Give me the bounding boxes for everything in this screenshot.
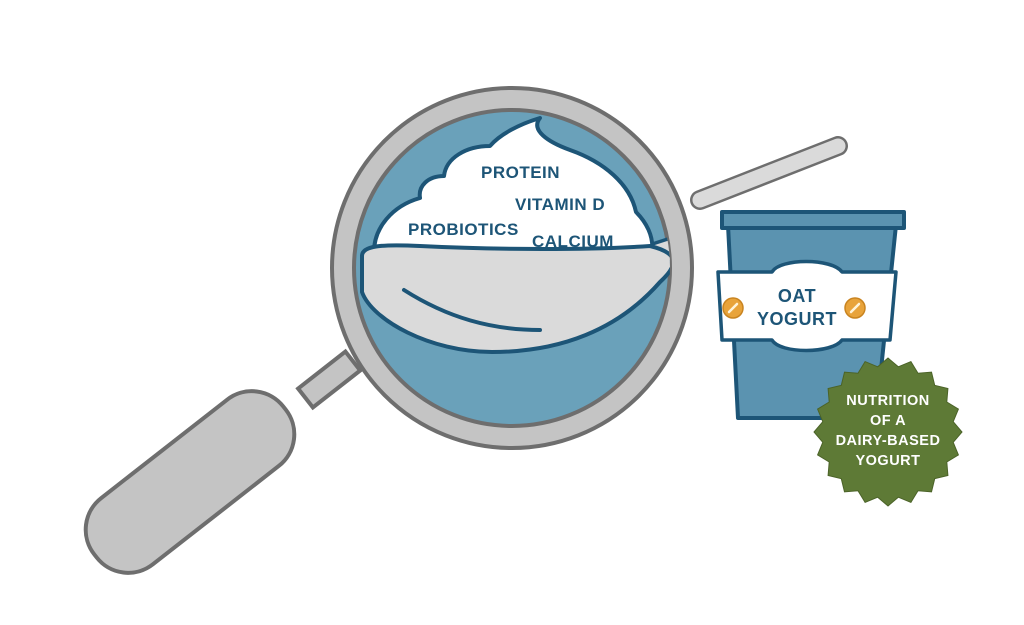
badge-line3: DAIRY-BASED	[836, 433, 941, 449]
seal-badge-icon: NUTRITION OF A DAIRY-BASED YOGURT	[813, 357, 963, 507]
cup-label-line2: YOGURT	[757, 309, 837, 329]
badge-line4: YOGURT	[855, 453, 920, 469]
cup-label-band	[716, 259, 898, 353]
badge-line2: OF A	[870, 413, 906, 429]
oat-icon-left	[722, 297, 744, 319]
oat-icon-right	[844, 297, 866, 319]
lens-contents: PROTEIN VITAMIN D PROBIOTICS CALCIUM	[360, 116, 670, 354]
spoon-handle-outer	[690, 136, 848, 210]
cup-label-line1: OAT	[778, 286, 816, 306]
spoon-icon	[360, 243, 670, 354]
nutrient-calcium: CALCIUM	[532, 232, 614, 251]
yogurt-cup-icon: OAT YOGURT	[716, 210, 906, 420]
cup-rim	[720, 210, 906, 230]
yogurt-dollop	[372, 116, 655, 254]
magnifier-handle	[83, 348, 363, 575]
nutrient-probiotics: PROBIOTICS	[408, 220, 519, 239]
nutrient-protein: PROTEIN	[481, 163, 560, 182]
spoon-highlight	[402, 288, 542, 332]
nutrient-vitamin-d: VITAMIN D	[515, 195, 605, 214]
badge-line1: NUTRITION	[846, 393, 929, 409]
